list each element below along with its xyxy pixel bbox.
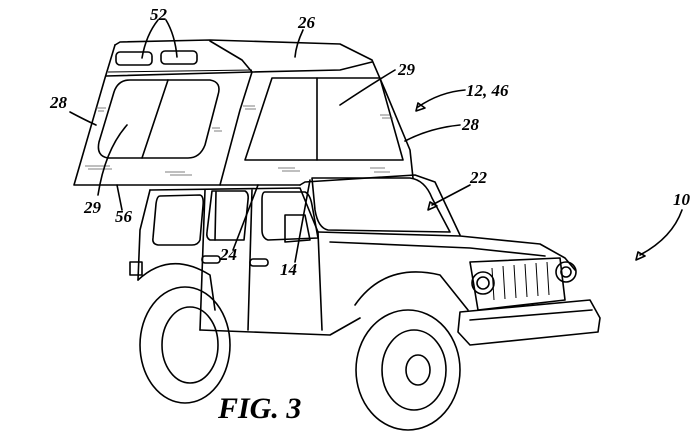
rear-window [97, 79, 220, 159]
rooftop-shell [73, 39, 414, 186]
vent-right [160, 50, 198, 65]
leader-lines [69, 19, 683, 263]
label-10: 10 [673, 190, 691, 209]
label-52: 52 [150, 5, 168, 24]
door-handle-front [249, 258, 269, 267]
label-26: 26 [297, 13, 316, 32]
label-56: 56 [115, 207, 133, 226]
windshield [311, 177, 451, 233]
label-28-rear: 28 [49, 93, 68, 112]
label-24: 24 [219, 245, 237, 264]
label-12-46: 12, 46 [466, 81, 509, 100]
label-14: 14 [280, 260, 297, 279]
vehicle-body [129, 174, 601, 431]
middle-door-window [206, 190, 249, 241]
grille [469, 257, 566, 311]
front-wheel [355, 309, 461, 431]
vent-left [115, 51, 153, 66]
door-handle-rear [201, 255, 221, 264]
front-door-window [261, 191, 319, 241]
rear-door-window [152, 194, 204, 246]
headlight-left [471, 271, 495, 295]
label-29-rear: 29 [83, 198, 102, 217]
label-29-side: 29 [397, 60, 416, 79]
front-bumper [457, 299, 601, 346]
rear-wheel [139, 286, 231, 404]
headlight-right [555, 261, 577, 283]
side-mirror [284, 214, 311, 243]
figure-caption: FIG. 3 [217, 392, 301, 425]
side-window [244, 77, 404, 161]
label-22: 22 [469, 168, 488, 187]
label-28-side: 28 [461, 115, 480, 134]
